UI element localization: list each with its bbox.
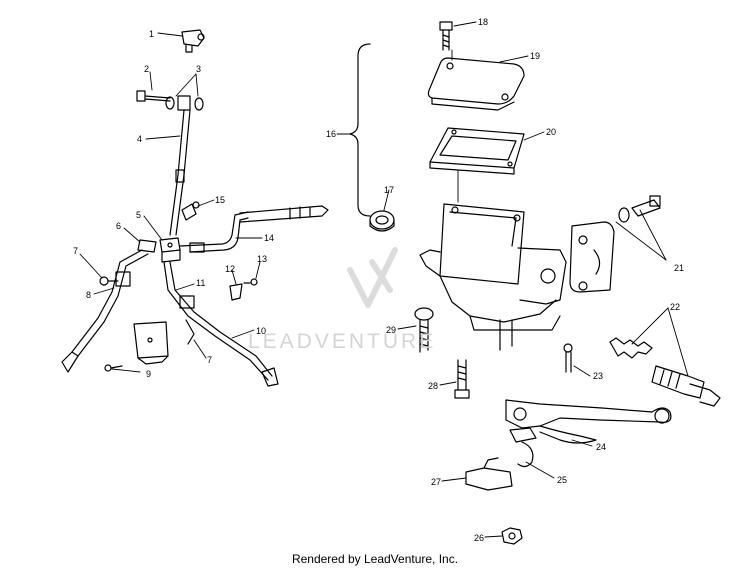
part-14-hard-line [179, 205, 329, 253]
part-11-hose-right [163, 261, 279, 387]
part-23-pin [563, 343, 573, 373]
part-25-spring [509, 427, 537, 468]
part-4-brake-line [169, 109, 191, 236]
callout-7-upper: 7 [73, 246, 78, 256]
callout-25: 25 [557, 475, 567, 485]
part-9-screw [104, 364, 123, 372]
watermark-logo [347, 247, 398, 308]
part-8-hose-left [61, 249, 149, 373]
part-20-diaphragm [429, 127, 525, 175]
callout-18: 18 [478, 17, 488, 27]
part-7-clamp-upper [99, 276, 119, 286]
callout-14: 14 [264, 233, 274, 243]
callout-15: 15 [215, 195, 225, 205]
part-26-nut [501, 527, 523, 545]
callout-24: 24 [596, 442, 606, 452]
watermark-text: LEADVENTURE [248, 330, 437, 353]
part-18-screw [439, 21, 453, 51]
callout-28: 28 [428, 381, 438, 391]
part-2-bolt [136, 90, 171, 102]
callout-11: 11 [196, 278, 205, 288]
part-3-washers [165, 95, 204, 111]
callout-12: 12 [225, 264, 235, 274]
callout-29: 29 [386, 325, 396, 335]
callout-17: 17 [384, 185, 394, 195]
callout-19: 19 [530, 51, 540, 61]
callout-21: 21 [674, 263, 684, 273]
callout-8: 8 [86, 290, 91, 300]
callout-2: 2 [144, 64, 149, 74]
part-24-lever [505, 399, 672, 444]
footer-credit: Rendered by LeadVenture, Inc. [291, 552, 459, 566]
part-6-fitting [137, 239, 157, 253]
callout-3: 3 [196, 64, 201, 74]
callout-13: 13 [257, 254, 267, 264]
callout-27: 27 [431, 477, 441, 487]
leader-lines [79, 21, 689, 538]
part-13-screw [243, 278, 258, 286]
callout-22: 22 [670, 302, 680, 312]
part-16-bracket [349, 43, 371, 217]
callout-20: 20 [546, 127, 556, 137]
callout-10: 10 [256, 326, 266, 336]
part-19-cover [427, 57, 525, 111]
callout-7-lower: 7 [207, 355, 212, 365]
master-cylinder-body [419, 203, 567, 351]
part-29-bolt [414, 307, 434, 353]
part-27-bracket [465, 457, 513, 491]
part-1-fitting [181, 29, 205, 53]
part-12-clip [229, 283, 243, 301]
part-22-piston [609, 337, 721, 407]
part-17-seal [369, 210, 395, 232]
part-5-junction-block [159, 237, 181, 263]
callout-1: 1 [149, 29, 154, 39]
part-28-bolt [454, 359, 470, 399]
part-21-clamp [569, 195, 661, 293]
callout-16: 16 [326, 129, 336, 139]
callout-23: 23 [593, 371, 603, 381]
bracket-plate [133, 321, 169, 365]
part-7-clamp-lower [185, 319, 195, 345]
callout-4: 4 [137, 134, 142, 144]
callout-6: 6 [116, 221, 121, 231]
callout-9: 9 [146, 369, 151, 379]
part-15-bleeder [181, 201, 200, 221]
callout-26: 26 [474, 533, 484, 543]
callout-5: 5 [136, 210, 141, 220]
